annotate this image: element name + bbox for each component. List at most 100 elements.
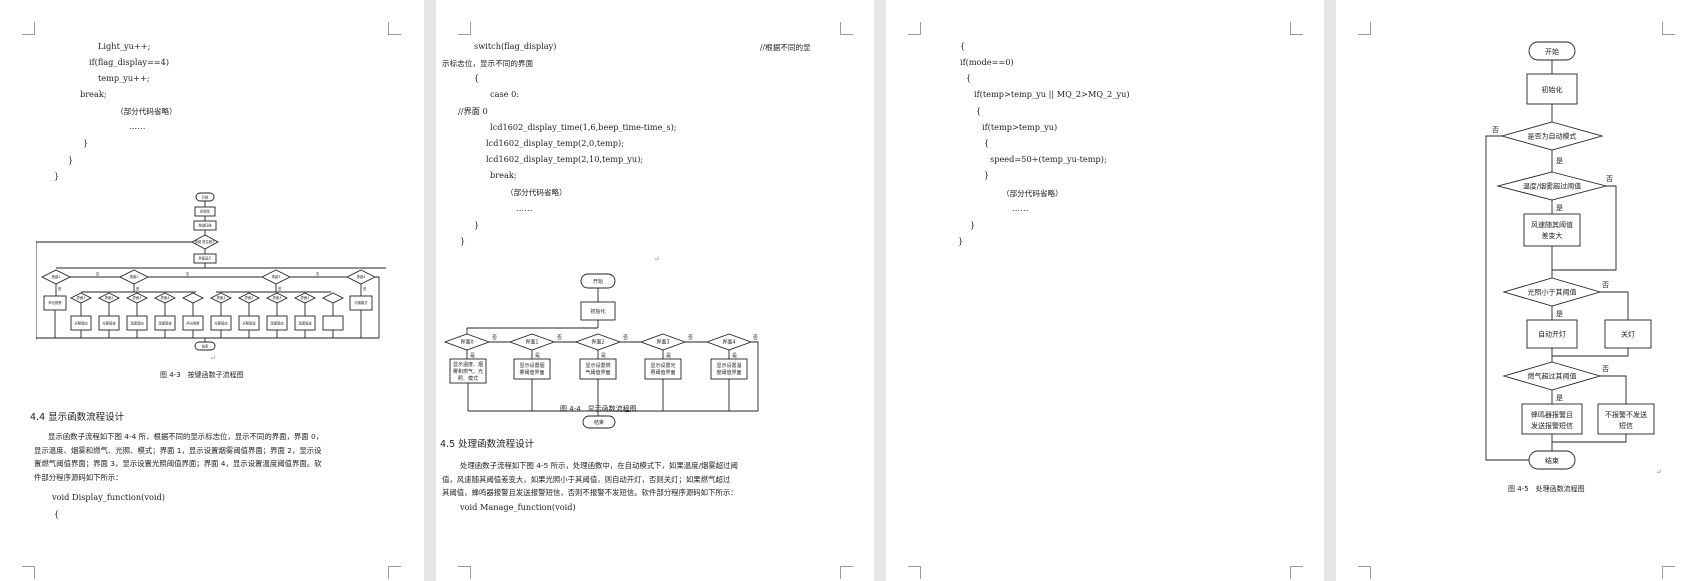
crop-mark [908, 22, 921, 35]
crop-mark [840, 22, 853, 35]
flow-label: 温度/烟雾超过阈值 [1523, 182, 1581, 191]
code-comment: 示标志位，显示不同的界面 [442, 59, 534, 68]
flow-label: 否 [688, 335, 693, 341]
flow-label: 结束 [594, 419, 604, 426]
paragraph-line: 值，风速随其阈值差变大，如果光照小于其阈值，则自动开灯，否则关灯；如果燃气超过 [442, 474, 731, 484]
code-line: （部分代码省略） [116, 107, 177, 116]
crop-mark [840, 566, 853, 579]
flow-label: 界面显示 [198, 257, 212, 261]
flow-label: 不报警不发送 [1605, 410, 1647, 419]
flow-label: 显示设置燃 [585, 362, 610, 369]
code-line: …… [1012, 203, 1029, 213]
flow-label: 是 [470, 353, 475, 359]
code-line: break; [490, 170, 517, 180]
flow-label: 初始化 [1542, 85, 1563, 94]
code-line: temp_yu++; [98, 73, 150, 83]
paragraph-line: 件部分程序源码如下所示： [34, 472, 123, 482]
flow-label: 温度值减 [298, 321, 312, 326]
code-line: } [970, 220, 976, 230]
flow-label: 短信 [1619, 421, 1633, 430]
flow-action-box [322, 315, 344, 331]
flow-label: 切换模式 [354, 300, 368, 305]
flow-label: 否 [557, 335, 562, 341]
crop-mark [1358, 566, 1371, 579]
flow-label: 自动开灯 [1538, 330, 1566, 339]
flow-display-box [579, 358, 617, 380]
process-function-flowchart: 开始 初始化 是否为自动模式 是 否 温度/烟雾超过阈值 是 否 风速随其阈值 … [1485, 41, 1655, 470]
document-page-3: { if(mode==0) { if(temp>temp_yu || MQ_2>… [886, 0, 1324, 581]
flow-label: 是 [136, 286, 140, 291]
flow-label: 按键 是否按下 [195, 239, 217, 244]
code-line: lcd1602_display_time(1,6,beep_time-time_… [490, 122, 677, 132]
flow-label: 是 [601, 353, 606, 359]
flow-label: 否 [1602, 365, 1609, 373]
flow-label: 温度值加 [270, 321, 283, 326]
flow-end-node [1528, 450, 1576, 470]
code-line: } [83, 138, 89, 148]
paragraph-line: 置燃气阈值界面；界面 3，显示设置光照阈值界面；界面 4，显示设置温度阈值界面。… [34, 459, 322, 469]
crop-mark [458, 566, 471, 579]
flow-label: 界面2 [591, 340, 604, 346]
flow-no-alarm-box [1597, 403, 1655, 435]
flow-label: 雾阈值界面 [519, 369, 544, 376]
flow-label: 是 [1556, 204, 1563, 212]
flow-label: 否 [186, 272, 190, 276]
flow-display-box [710, 358, 748, 380]
flow-label: 照、模式 [458, 375, 478, 382]
flow-label: 初始化 [200, 209, 211, 214]
flow-label: 开始 [1545, 47, 1559, 56]
flow-init-box [1526, 73, 1578, 105]
flow-label: 结束 [202, 343, 209, 348]
flow-label: 是 [363, 286, 367, 291]
flow-label: 界面3 [133, 296, 142, 300]
code-line: （部分代码省略） [1002, 189, 1063, 198]
code-line: …… [516, 203, 533, 213]
code-line: } [460, 236, 466, 246]
flow-label: 光照值减 [102, 321, 116, 326]
flow-light-off-box [1604, 319, 1652, 349]
code-line: { [984, 138, 990, 148]
code-line: switch(flag_display) [474, 41, 557, 51]
flow-mode-decision [321, 292, 345, 304]
flow-label: 界面4 [722, 340, 735, 346]
flow-label: 界面3 [656, 340, 669, 346]
code-line: lcd1602_display_temp(2,0,temp); [486, 138, 624, 148]
flow-label: 风速随其阈值 [1531, 220, 1573, 229]
flow-end-node [582, 415, 616, 429]
crop-mark [22, 566, 35, 579]
crop-mark [1662, 566, 1675, 579]
code-line: } [68, 155, 74, 165]
document-page-4: 开始 初始化 是否为自动模式 是 否 温度/烟雾超过阈值 是 否 风速随其阈值 … [1336, 0, 1707, 581]
code-line: …… [129, 121, 146, 131]
flow-label: 燃气超过其阈值 [1528, 372, 1577, 381]
paragraph-line: 显示温度、烟雾和燃气、光照、模式；界面 1，显示设置烟雾阈值界面；界面 2，显示… [34, 445, 322, 455]
figure-caption: 图 4-4 显示函数流程图 [560, 405, 637, 413]
flow-label: 度阈值界面 [716, 369, 741, 376]
flow-label: 声光报警 [48, 300, 62, 305]
flow-label: 否 [96, 272, 100, 276]
flow-label: 光照值加 [74, 321, 87, 326]
code-line: void Display_function(void) [52, 492, 165, 502]
flow-label: 气阈值界面 [585, 369, 610, 376]
paragraph-line: 处理函数子流程如下图 4-5 所示，处理函数中，在自动模式下，如果温度/烟雾超过… [460, 461, 738, 470]
body-paragraph: 处理函数子流程如下图 4-5 所示，处理函数中，在自动模式下，如果温度/烟雾超过… [442, 459, 738, 500]
flow-display-box [644, 358, 682, 380]
figure-caption: 图 4-3 按键函数子流程图 [160, 371, 244, 379]
flow-label: 否 [316, 272, 320, 276]
flow-label: 关灯 [1621, 330, 1635, 339]
flow-label: 光照值减 [242, 321, 256, 326]
flow-label: 显示温度、烟 [453, 361, 483, 368]
paragraph-line: 显示函数子流程如下图 4-4 所，根据不同的显示标志位，显示不同的界面，界面 0… [48, 432, 324, 441]
display-function-flowchart: 开始 初始化 界面0 界面1 界面2 界面3 界面4 否 否 否 否 否 是 是… [443, 273, 759, 429]
flow-label: 界面1 [77, 296, 86, 300]
flow-label: 显示设置烟 [519, 362, 544, 369]
flow-label: 是 [666, 353, 671, 359]
section-heading: 4.5 处理函数流程设计 [440, 439, 535, 450]
flow-label: 界面3 [273, 296, 282, 300]
flow-label: 按键3 [272, 274, 281, 279]
flow-label: 否 [1602, 281, 1609, 289]
flow-label: 温度值加 [130, 321, 143, 326]
code-line: } [54, 171, 60, 181]
flow-label: 差变大 [1542, 231, 1563, 240]
code-line: if(flag_display==4) [89, 57, 170, 67]
